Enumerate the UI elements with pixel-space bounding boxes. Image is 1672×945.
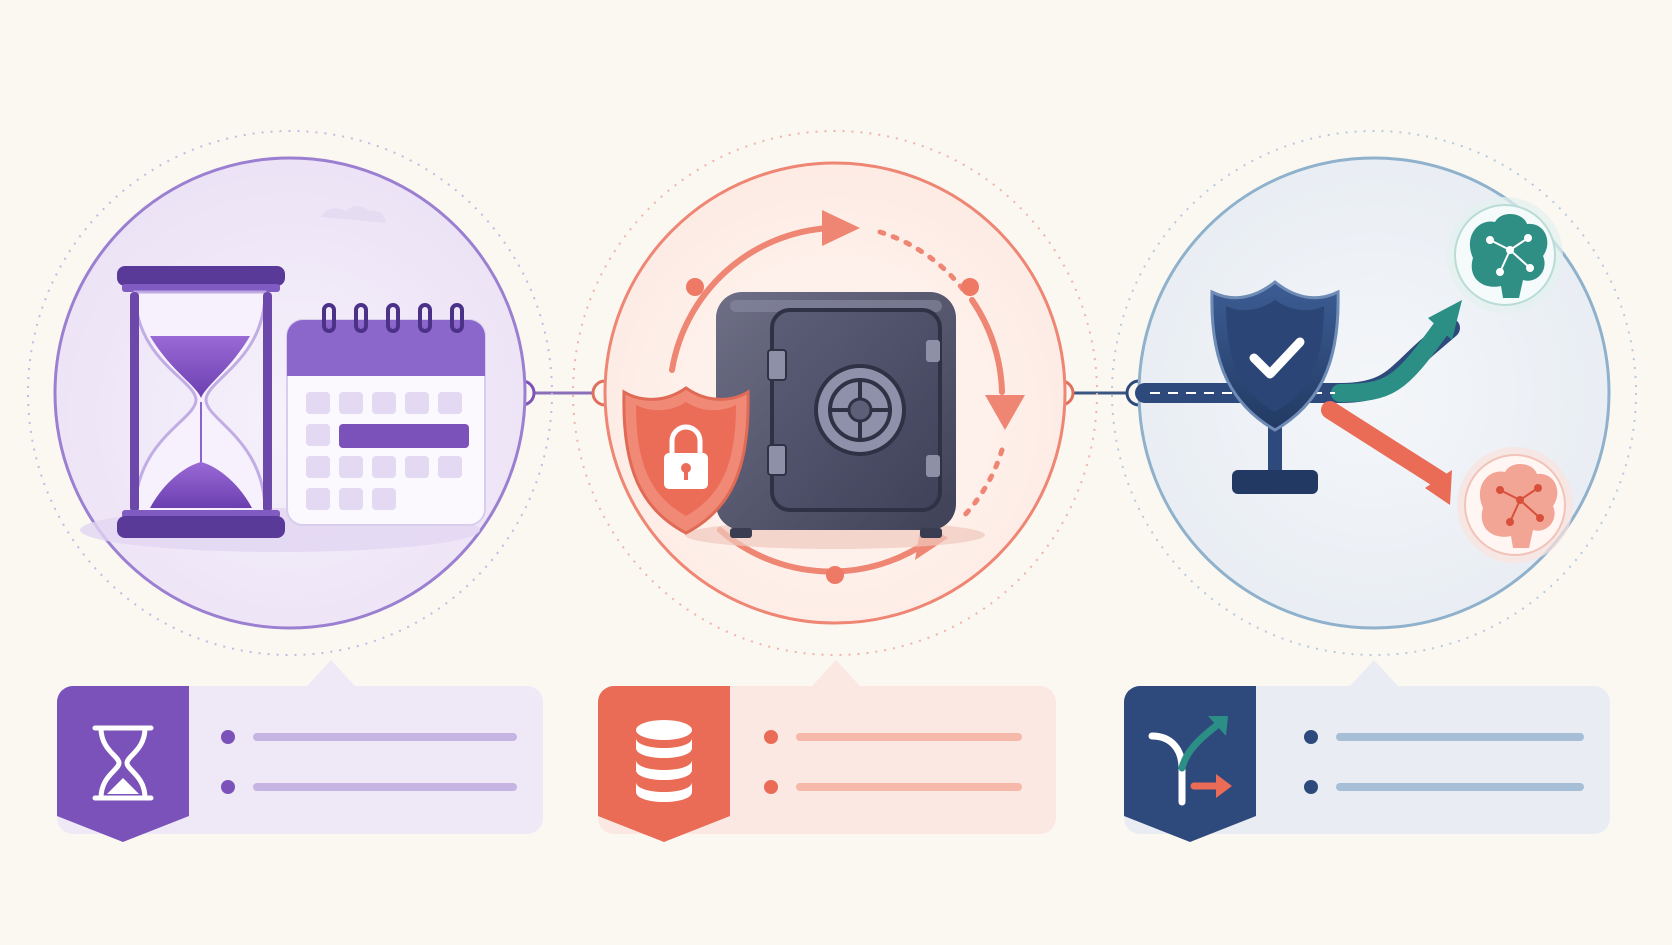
card-line [253,733,517,741]
hourglass-icon [92,725,154,801]
card-time [57,660,543,842]
check-shield-icon [1210,280,1340,494]
card-line [253,783,517,791]
card-bullet [1304,730,1318,744]
cycle-arrows-icon [669,210,1025,584]
card-line [796,733,1022,741]
brain-network-icon [1457,447,1573,563]
card-bullet [221,780,235,794]
card-bullet [1304,780,1318,794]
card-badge [598,686,730,842]
brain-network-icon [1447,197,1563,313]
card-pointer [812,660,860,686]
card-line [1336,733,1584,741]
branch-arrows-icon [1148,716,1232,806]
card-line [796,783,1022,791]
card-badge [1124,686,1256,842]
card-pointer [307,660,355,686]
hourglass-icon [117,266,285,538]
lock-shield-icon [622,386,750,535]
card-bullet [764,780,778,794]
card-decision [1124,660,1610,842]
card-badge [57,686,189,842]
database-icon [636,720,692,802]
calendar-icon [286,303,486,526]
card-pointer [1350,660,1398,686]
card-bullet [221,730,235,744]
card-storage [598,660,1056,842]
safe-vault-icon [685,292,985,549]
card-bullet [764,730,778,744]
card-line [1336,783,1584,791]
fork-road-icon [1135,300,1462,505]
